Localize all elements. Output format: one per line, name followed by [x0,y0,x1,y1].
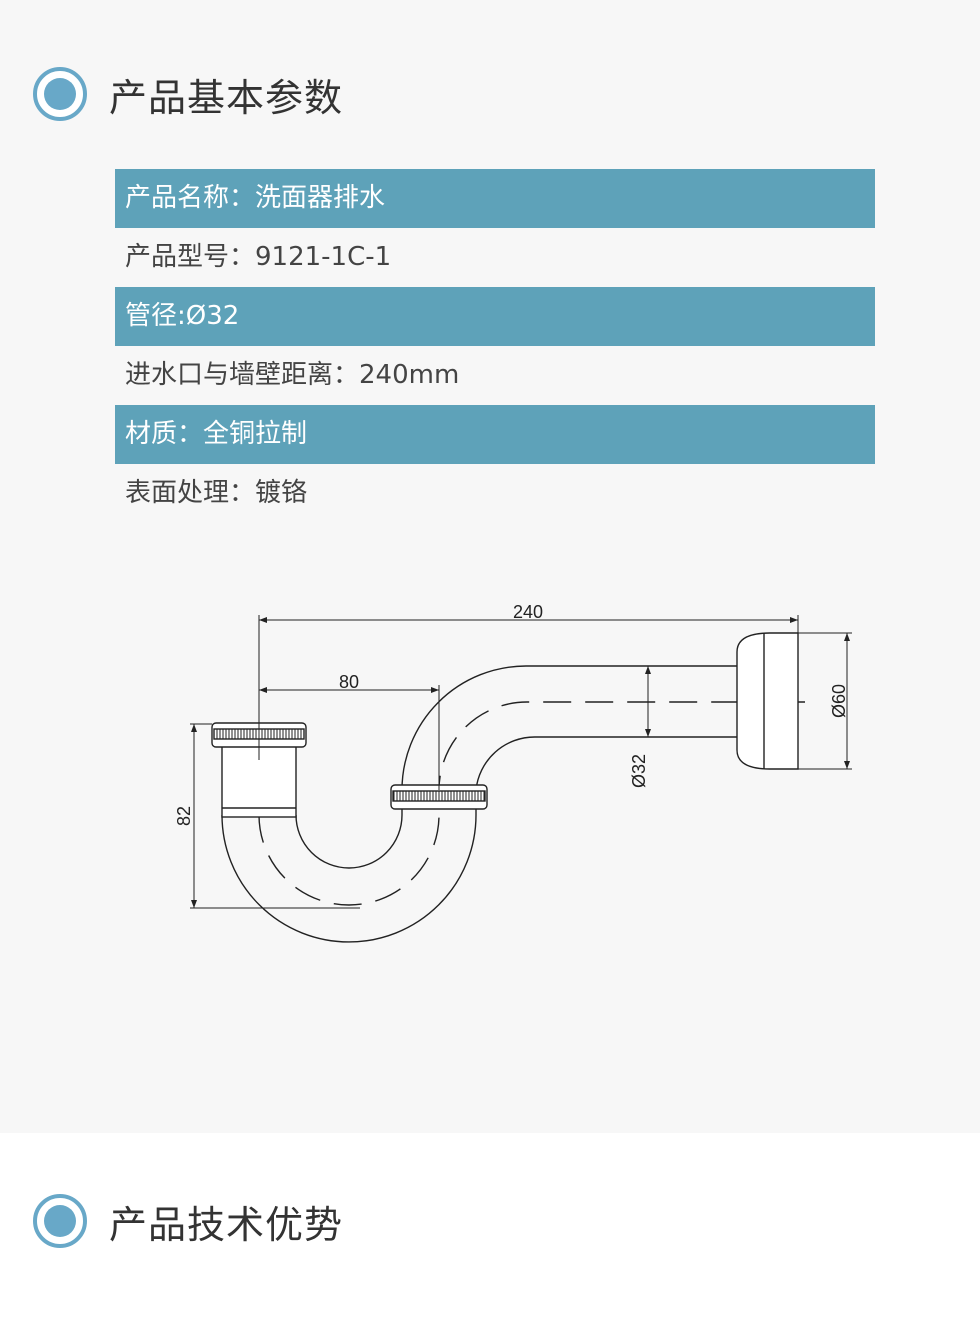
target-circle-icon [33,67,87,121]
dim-label-phi60: Ø60 [829,684,849,718]
section-heading-parameters: 产品基本参数 [33,66,343,122]
spec-row-finish: 表面处理：镀铬 [125,478,308,508]
section-heading-advantages: 产品技术优势 [33,1193,343,1249]
advantages-section: 产品技术优势 [0,1133,980,1343]
dim-label-240: 240 [513,602,543,622]
spec-row-name: 产品名称：洗面器排水 [115,169,875,228]
wall-flange [736,632,799,770]
section-title: 产品基本参数 [109,75,344,120]
spec-table: 产品名称：洗面器排水 产品型号：9121-1C-1 管径:Ø32 进水口与墙壁距… [115,169,875,523]
target-circle-icon [33,1194,87,1248]
pipe-inner [295,665,737,869]
pipe-outer [221,736,737,943]
dim-label-phi32: Ø32 [629,754,649,788]
parameters-section: 产品基本参数 产品名称：洗面器排水 产品型号：9121-1C-1 管径:Ø32 … [0,66,980,980]
spec-row-material: 材质：全铜拉制 [115,405,875,464]
p-trap-drawing: 240 80 82 Ø32 Ø60 [0,560,980,980]
spec-row-diameter: 管径:Ø32 [115,287,875,346]
pipe-centerline [258,701,805,906]
dim-label-80: 80 [339,672,359,692]
spec-row-distance: 进水口与墙壁距离：240mm [125,360,460,390]
section-title: 产品技术优势 [109,1202,344,1247]
spec-row-model: 产品型号：9121-1C-1 [125,242,392,272]
dim-label-82: 82 [174,806,194,826]
